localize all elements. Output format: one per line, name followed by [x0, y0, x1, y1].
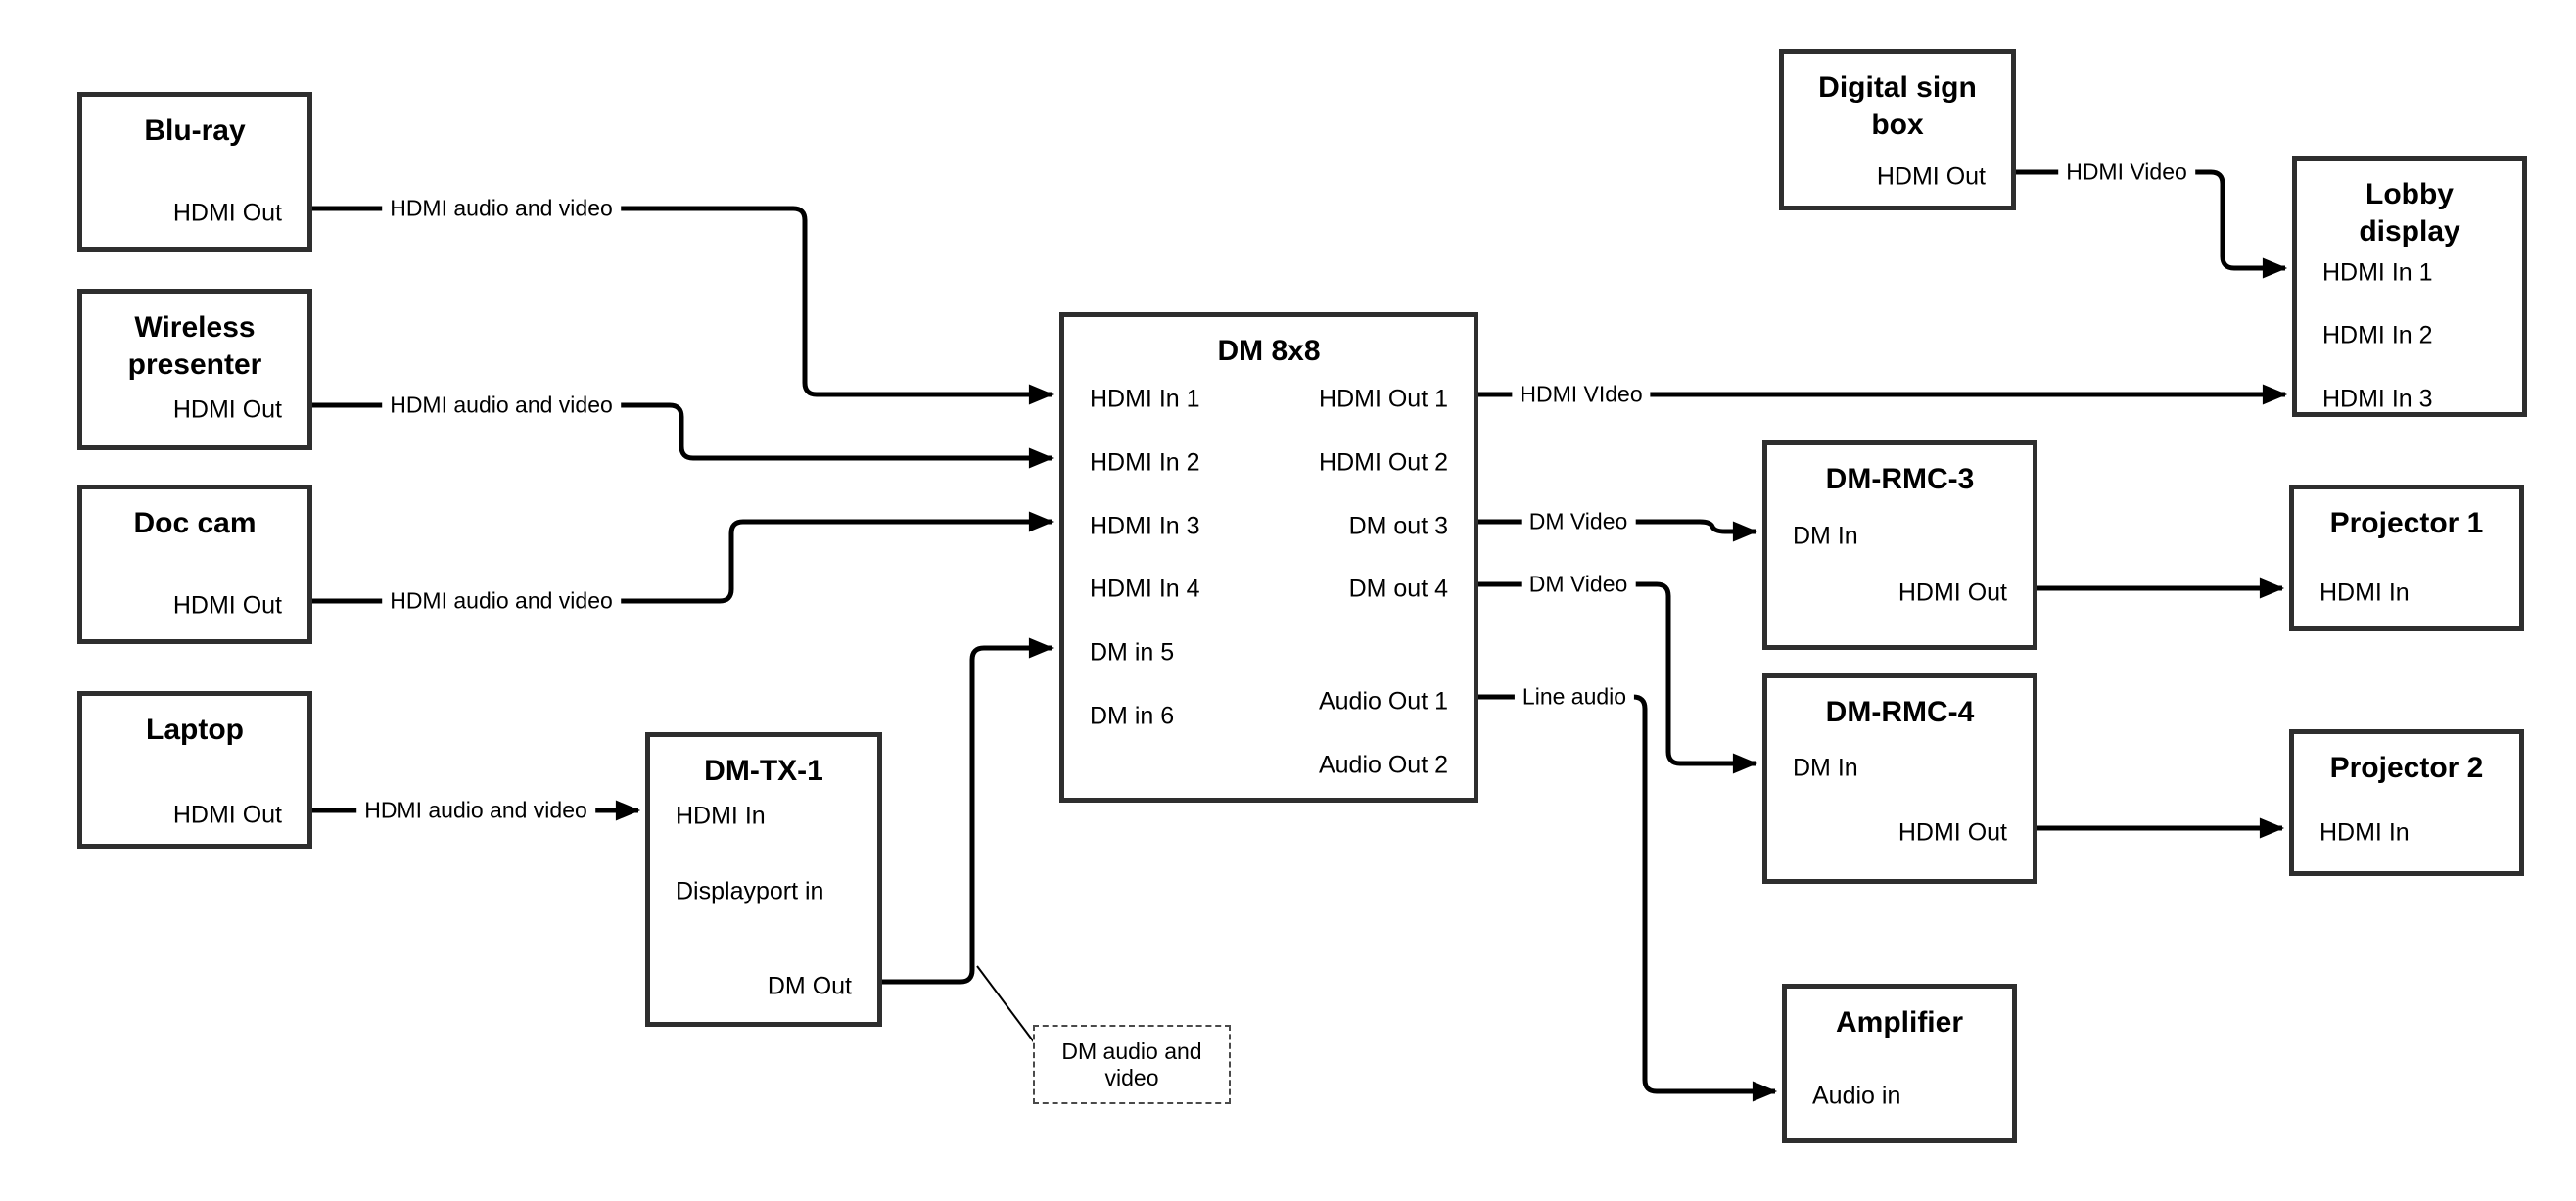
port-dmrmc4-dm-in: DM In [1793, 754, 1858, 782]
wire-label-doccam: HDMI audio and video [382, 585, 621, 617]
node-amplifier: Amplifier Audio in [1782, 984, 2017, 1143]
wire-dm8x8-out3-to-dmrmc3 [1478, 519, 1758, 542]
wire-label-dm-out4: DM Video [1521, 569, 1636, 600]
node-laptop-title: Laptop [146, 714, 244, 746]
node-dmrmc3-title: DM-RMC-3 [1825, 463, 1975, 495]
callout-pointer-line [976, 965, 1036, 1044]
node-projector-2: Projector 2 HDMI In [2289, 729, 2524, 876]
port-dm8x8-dm-out-3: DM out 3 [1348, 512, 1448, 540]
port-dm8x8-hdmi-in-3: HDMI In 3 [1090, 512, 1200, 540]
node-doccam-title: Doc cam [133, 507, 257, 539]
port-dm8x8-hdmi-in-1: HDMI In 1 [1090, 385, 1200, 413]
port-doccam-hdmi-out: HDMI Out [172, 591, 282, 620]
port-dm8x8-audio-out-2: Audio Out 2 [1318, 751, 1448, 779]
node-digital-sign-box: Digital sign box HDMI Out [1779, 49, 2016, 210]
node-lobby-display: Lobby display HDMI In 1 HDMI In 2 HDMI I… [2292, 156, 2527, 417]
wire-label-digitalsign: HDMI Video [2058, 157, 2195, 188]
wire-dm8x8-out4-to-dmrmc4 [1478, 581, 1758, 774]
port-dm8x8-hdmi-out-1: HDMI Out 1 [1319, 385, 1448, 413]
port-digitalsign-hdmi-out: HDMI Out [1876, 162, 1986, 191]
port-dm8x8-audio-out-1: Audio Out 1 [1318, 687, 1448, 716]
port-dmtx1-dm-out: DM Out [767, 972, 852, 1000]
port-dmtx1-hdmi-in: HDMI In [676, 802, 766, 830]
port-dmrmc4-hdmi-out: HDMI Out [1897, 818, 2007, 847]
node-amplifier-title: Amplifier [1835, 1006, 1964, 1039]
node-dmtx1-title: DM-TX-1 [704, 755, 823, 787]
wire-label-bluray: HDMI audio and video [382, 193, 621, 224]
node-lobby-title: Lobby display [2297, 176, 2522, 251]
port-amplifier-audio-in: Audio in [1812, 1082, 1901, 1110]
node-dm-8x8: DM 8x8 HDMI In 1 HDMI In 2 HDMI In 3 HDM… [1059, 312, 1478, 803]
node-dmrmc4-title: DM-RMC-4 [1825, 696, 1975, 728]
port-dm8x8-dm-in-5: DM in 5 [1090, 638, 1175, 667]
node-wireless-presenter: Wireless presenter HDMI Out [77, 289, 312, 450]
node-dm-rmc-3: DM-RMC-3 DM In HDMI Out [1762, 440, 2037, 650]
callout-dm-audio-video: DM audio and video [1033, 1025, 1231, 1104]
wire-bluray-to-dm8x8-in1 [312, 206, 1054, 405]
node-wireless-title-line1: Wireless [134, 311, 256, 344]
port-dm8x8-hdmi-in-4: HDMI In 4 [1090, 575, 1200, 603]
callout-line1: DM audio and [1061, 1038, 1202, 1064]
port-laptop-hdmi-out: HDMI Out [172, 801, 282, 829]
port-dm8x8-dm-in-6: DM in 6 [1090, 702, 1175, 730]
node-dm-tx-1: DM-TX-1 HDMI In Displayport in DM Out [645, 732, 882, 1027]
port-wireless-hdmi-out: HDMI Out [172, 395, 282, 424]
wire-label-laptop: HDMI audio and video [356, 795, 595, 826]
node-dm8x8-title: DM 8x8 [1217, 335, 1321, 367]
node-projector-1: Projector 1 HDMI In [2289, 485, 2524, 631]
node-bluray: Blu-ray HDMI Out [77, 92, 312, 252]
port-dmtx1-displayport-in: Displayport in [676, 877, 824, 905]
node-wireless-title: Wireless presenter [82, 309, 307, 384]
node-dm-rmc-4: DM-RMC-4 DM In HDMI Out [1762, 673, 2037, 884]
node-digitalsign-title-line2: box [1871, 109, 1924, 141]
wire-label-wireless: HDMI audio and video [382, 390, 621, 421]
port-dm8x8-hdmi-out-2: HDMI Out 2 [1319, 448, 1448, 477]
port-projector2-hdmi-in: HDMI In [2319, 818, 2410, 847]
wire-dm8x8-audio1-to-amplifier [1478, 694, 1778, 1102]
node-bluray-title: Blu-ray [144, 115, 246, 147]
node-projector2-title: Projector 2 [2329, 752, 2484, 784]
node-lobby-title-line1: Lobby [2365, 178, 2454, 210]
node-doc-cam: Doc cam HDMI Out [77, 485, 312, 644]
node-lobby-title-line2: display [2359, 215, 2460, 248]
node-laptop: Laptop HDMI Out [77, 691, 312, 849]
node-projector1-title: Projector 1 [2329, 507, 2484, 539]
node-digitalsign-title: Digital sign box [1784, 69, 2011, 144]
wire-wireless-to-dm8x8-in2 [312, 402, 1054, 469]
wire-dmtx1-to-dm8x8-in5 [882, 637, 1054, 985]
node-digitalsign-title-line1: Digital sign [1818, 71, 1977, 104]
port-dm8x8-hdmi-in-2: HDMI In 2 [1090, 448, 1200, 477]
port-lobby-hdmi-in-3: HDMI In 3 [2322, 385, 2433, 413]
port-lobby-hdmi-in-1: HDMI In 1 [2322, 258, 2433, 287]
wire-label-dm-out3: DM Video [1521, 506, 1636, 537]
wire-label-hdmi-out1: HDMI VIdeo [1512, 379, 1651, 410]
wire-doccam-to-dm8x8-in3 [312, 511, 1054, 604]
wire-label-audio-out1: Line audio [1514, 681, 1635, 713]
callout-line2: video [1104, 1064, 1159, 1090]
wire-digitalsign-to-lobby-in1 [2016, 169, 2288, 279]
port-lobby-hdmi-in-2: HDMI In 2 [2322, 321, 2433, 349]
port-dmrmc3-dm-in: DM In [1793, 522, 1858, 550]
port-projector1-hdmi-in: HDMI In [2319, 578, 2410, 607]
node-wireless-title-line2: presenter [127, 348, 262, 381]
port-dm8x8-dm-out-4: DM out 4 [1348, 575, 1448, 603]
port-dmrmc3-hdmi-out: HDMI Out [1897, 578, 2007, 607]
port-bluray-hdmi-out: HDMI Out [172, 199, 282, 227]
